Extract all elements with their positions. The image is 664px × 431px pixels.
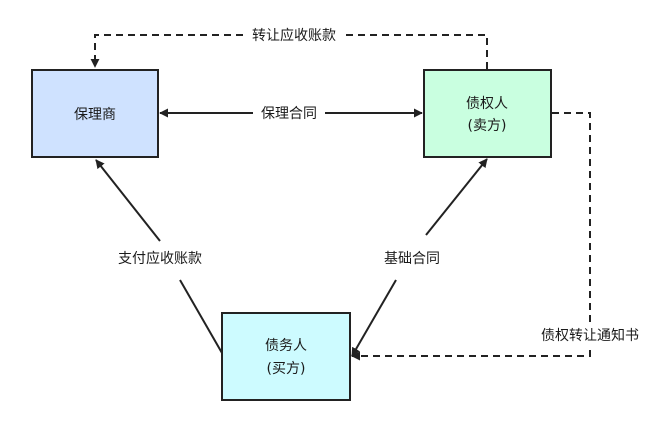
node-factor-box — [31, 69, 159, 158]
node-creditor-box — [423, 69, 552, 158]
edge-receivable-transfer[interactable]: 转让应收账款 — [90, 26, 488, 69]
node-debtor-label-line2: (买方) — [267, 361, 306, 377]
edge-receivable-transfer-line-left — [90, 34, 243, 68]
edge-pay-receivable[interactable]: 支付应收账款 — [95, 159, 223, 354]
edge-transfer-notice-label: 债权转让通知书 — [541, 327, 639, 344]
edge-factoring-contract[interactable]: 保理合同 — [159, 105, 423, 123]
edge-factoring-contract-label: 保理合同 — [261, 106, 317, 122]
edge-transfer-notice[interactable]: 债权转让通知书 — [351, 112, 641, 361]
node-debtor-box — [221, 312, 351, 401]
node-creditor-label-line2: (卖方) — [468, 118, 507, 134]
edge-label-background — [250, 26, 338, 45]
node-creditor[interactable]: 债权人 (卖方) — [423, 69, 552, 158]
edge-label-background — [116, 249, 204, 268]
edge-pay-receivable-label: 支付应收账款 — [118, 250, 202, 267]
node-creditor-label-line1: 债权人 — [466, 96, 508, 112]
edge-basic-contract-line-lower — [351, 279, 397, 357]
edge-pay-receivable-line-lower — [179, 279, 223, 354]
node-debtor-label-line1: 债务人 — [265, 338, 307, 354]
edge-basic-contract[interactable]: 基础合同 — [351, 158, 488, 357]
edge-label-background — [382, 249, 442, 268]
node-debtor[interactable]: 债务人 (买方) — [221, 312, 351, 401]
edge-label-background — [259, 105, 319, 123]
edge-receivable-transfer-label: 转让应收账款 — [252, 27, 336, 44]
edge-pay-receivable-line-upper — [95, 159, 161, 242]
edge-basic-contract-line-upper — [425, 158, 488, 236]
edge-receivable-transfer-line-right — [345, 34, 488, 69]
edge-label-background — [539, 326, 641, 345]
edge-transfer-notice-line-upper — [552, 112, 591, 322]
edge-transfer-notice-line-lower — [351, 350, 591, 361]
node-factor-label: 保理商 — [74, 107, 116, 123]
node-factor[interactable]: 保理商 — [31, 69, 159, 158]
edge-basic-contract-label: 基础合同 — [384, 250, 440, 267]
